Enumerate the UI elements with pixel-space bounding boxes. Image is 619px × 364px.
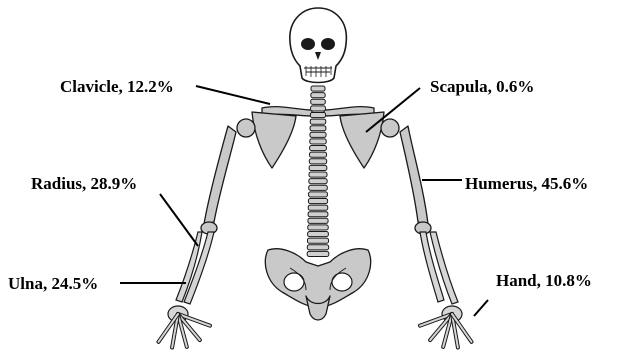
pelvis (265, 249, 370, 320)
vertebra (310, 126, 326, 131)
scapula-label: Scapula, 0.6% (430, 78, 534, 95)
vertebra (308, 205, 328, 210)
vertebra (310, 146, 327, 151)
vertebra (307, 238, 328, 243)
vertebra (310, 119, 326, 124)
vertebra (311, 93, 325, 98)
vertebra (309, 165, 327, 170)
vertebra (307, 251, 329, 256)
clavicle-pointer (196, 86, 270, 104)
vertebra (311, 99, 326, 104)
vertebra (308, 225, 328, 230)
vertebra (309, 192, 328, 197)
vertebra (311, 106, 326, 111)
vertebra (308, 232, 329, 237)
skull (290, 8, 347, 83)
right-hand (420, 306, 471, 347)
vertebra (308, 218, 328, 223)
vertebra (309, 179, 327, 184)
vertebra (308, 198, 327, 203)
vertebra (310, 112, 325, 117)
vertebra (309, 172, 327, 177)
ulna-label: Ulna, 24.5% (8, 275, 98, 292)
hand-label: Hand, 10.8% (496, 272, 592, 289)
vertebra (310, 132, 326, 137)
left-hand (158, 306, 209, 347)
vertebra (310, 139, 326, 144)
radius-label: Radius, 28.9% (31, 175, 137, 192)
vertebra (307, 245, 328, 250)
clavicle-label: Clavicle, 12.2% (60, 78, 174, 95)
vertebra (309, 185, 328, 190)
humerus-label: Humerus, 45.6% (465, 175, 588, 192)
vertebra (309, 159, 326, 164)
vertebra (308, 212, 328, 217)
hand-pointer (474, 300, 488, 316)
vertebra (309, 152, 326, 157)
vertebra (311, 86, 325, 91)
radius-pointer (160, 194, 198, 246)
